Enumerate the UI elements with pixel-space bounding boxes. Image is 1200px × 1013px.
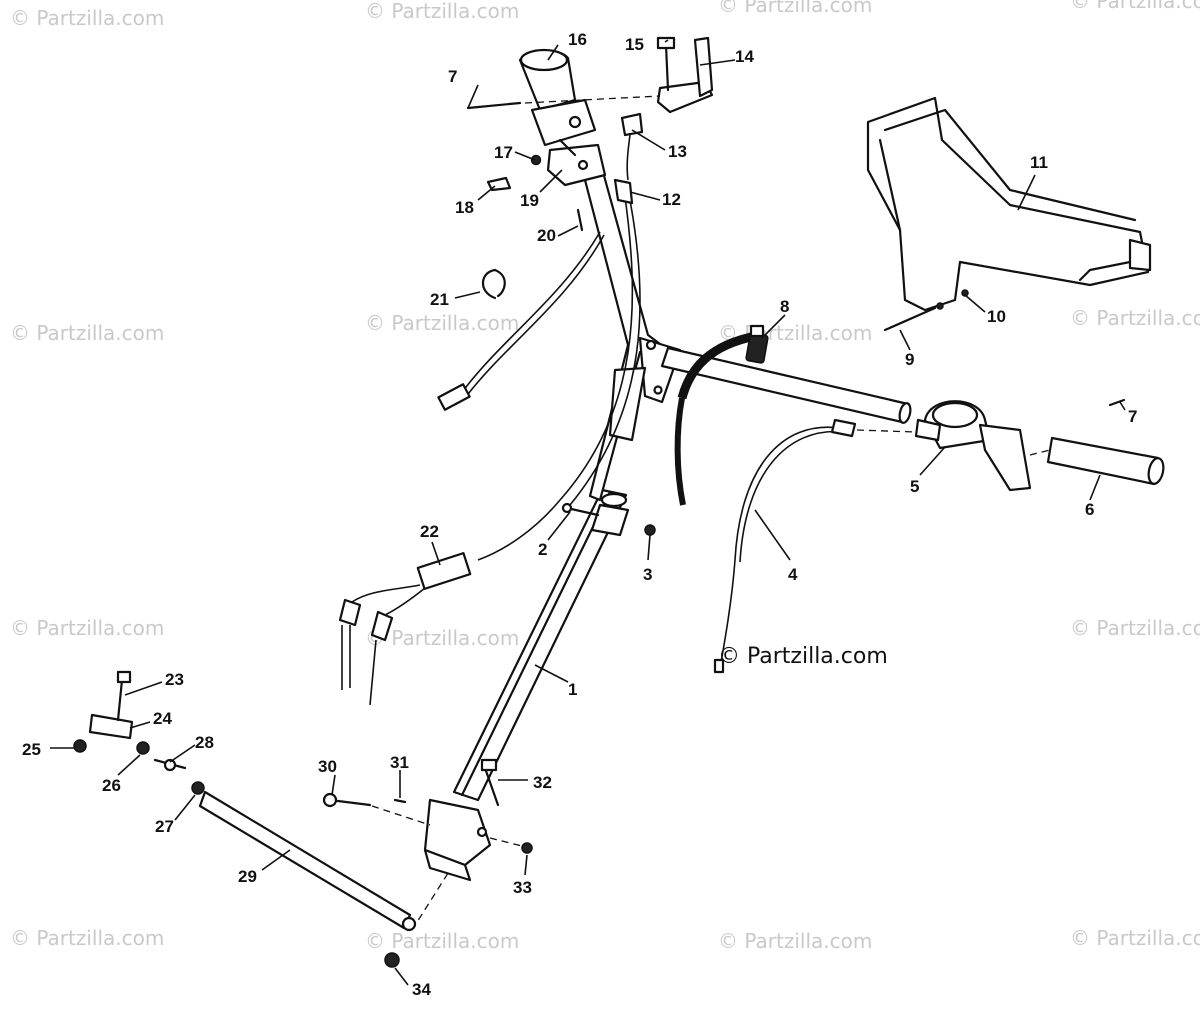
callout-31: 31 <box>390 753 409 772</box>
callout-29: 29 <box>238 867 257 886</box>
callout-34: 34 <box>412 980 431 999</box>
watermark-text: © Partzilla.com <box>365 311 519 335</box>
callout-15: 15 <box>625 35 644 54</box>
callout-32: 32 <box>533 773 552 792</box>
watermark-text: © Partzilla.com <box>718 929 872 953</box>
watermark-text: © Partzilla.com <box>10 6 164 30</box>
callout-12: 12 <box>662 190 681 209</box>
callout-16: 16 <box>568 30 587 49</box>
callout-30: 30 <box>318 757 337 776</box>
callout-1: 1 <box>568 680 577 699</box>
callout-2: 2 <box>538 540 547 559</box>
callout-28: 28 <box>195 733 214 752</box>
callout-6: 6 <box>1085 500 1094 519</box>
callout-14: 14 <box>735 47 754 66</box>
callout-21: 21 <box>430 290 449 309</box>
part-grip-right <box>1029 398 1165 486</box>
parts-drawing <box>50 36 1165 986</box>
watermark-text: © Partzilla.com <box>10 321 164 345</box>
callout-4: 4 <box>788 565 798 584</box>
watermark-text: © Partzilla.com <box>365 0 519 23</box>
part-kill-switch <box>613 112 644 205</box>
part-handlebar-frame <box>583 170 682 502</box>
callout-11: 11 <box>1030 153 1048 172</box>
callout-25: 25 <box>22 740 41 759</box>
watermark-text: © Partzilla.com <box>10 926 164 950</box>
part-handlebar-tube-right <box>660 346 912 424</box>
part-lower-bracket <box>322 758 533 882</box>
callout-9: 9 <box>905 350 914 369</box>
part-throttle-housing <box>914 400 1032 492</box>
callout-10: 10 <box>987 307 1006 326</box>
watermark-text: © Partzilla.com <box>365 626 519 650</box>
part-clamp <box>561 492 656 537</box>
watermark-text: © Partzilla.com <box>1070 616 1200 640</box>
callout-18: 18 <box>455 198 474 217</box>
callout-7a: 7 <box>448 67 457 86</box>
callout-20: 20 <box>537 226 556 245</box>
watermark-text: © Partzilla.com <box>365 929 519 953</box>
part-wiring-harness <box>674 324 769 506</box>
watermark-layer: © Partzilla.com © Partzilla.com © Partzill… <box>10 0 1200 953</box>
watermark-text: © Partzilla.com <box>718 0 872 17</box>
part-throttle-lever <box>656 36 714 114</box>
callout-19: 19 <box>520 191 539 210</box>
callout-22: 22 <box>420 522 439 541</box>
part-connector <box>338 552 472 706</box>
callout-7b: 7 <box>1128 407 1137 426</box>
part-throttle-cable <box>713 418 916 674</box>
part-switch-housing <box>530 98 607 187</box>
callout-3: 3 <box>643 565 652 584</box>
callout-23: 23 <box>165 670 184 689</box>
watermark-text: © Partzilla.com <box>1070 306 1200 330</box>
callout-17: 17 <box>494 143 513 162</box>
watermark-text: © Partzilla.com <box>1070 0 1200 13</box>
center-watermark: © Partzilla.com <box>718 644 888 669</box>
part-handlebar-pad <box>866 96 1152 332</box>
part-grip-left <box>518 48 577 112</box>
callout-5: 5 <box>910 477 919 496</box>
callout-24: 24 <box>153 709 172 728</box>
watermark-text: © Partzilla.com <box>10 616 164 640</box>
watermark-text: © Partzilla.com <box>1070 926 1200 950</box>
callout-26: 26 <box>102 776 121 795</box>
part-tie-rod <box>73 670 451 968</box>
leader-lines <box>50 39 1126 986</box>
callout-27: 27 <box>155 817 174 836</box>
callout-13: 13 <box>668 142 687 161</box>
callout-8: 8 <box>780 297 789 316</box>
callout-33: 33 <box>513 878 532 897</box>
